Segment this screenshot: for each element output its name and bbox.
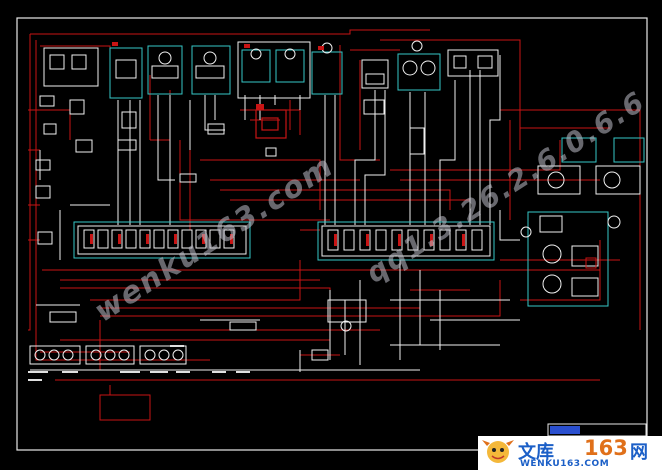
sheet-border: [16, 17, 648, 451]
logo-number: 163: [584, 436, 628, 460]
logo-url: WENKU163.COM: [520, 459, 610, 469]
left-manifold: [73, 221, 251, 259]
label-marks: [28, 345, 250, 381]
white-pipelines: [30, 55, 520, 372]
site-logo[interactable]: 文库 163 网 WENKU163.COM: [478, 436, 662, 470]
bottom-filter-block: [311, 299, 367, 361]
red-actuators: [112, 42, 324, 110]
red-relief-block: [255, 109, 287, 139]
right-manifold: [317, 221, 495, 261]
red-pipelines: [28, 29, 641, 421]
logo-suffix: 网: [630, 442, 648, 463]
right-pump-group: [520, 137, 645, 307]
left-valve-stack: [35, 95, 425, 245]
logo-chinese-text: 文库: [518, 442, 554, 463]
top-component-row: [43, 40, 499, 99]
logo-mascot-icon: [482, 440, 514, 463]
bottom-gauge-clusters: [29, 311, 257, 365]
